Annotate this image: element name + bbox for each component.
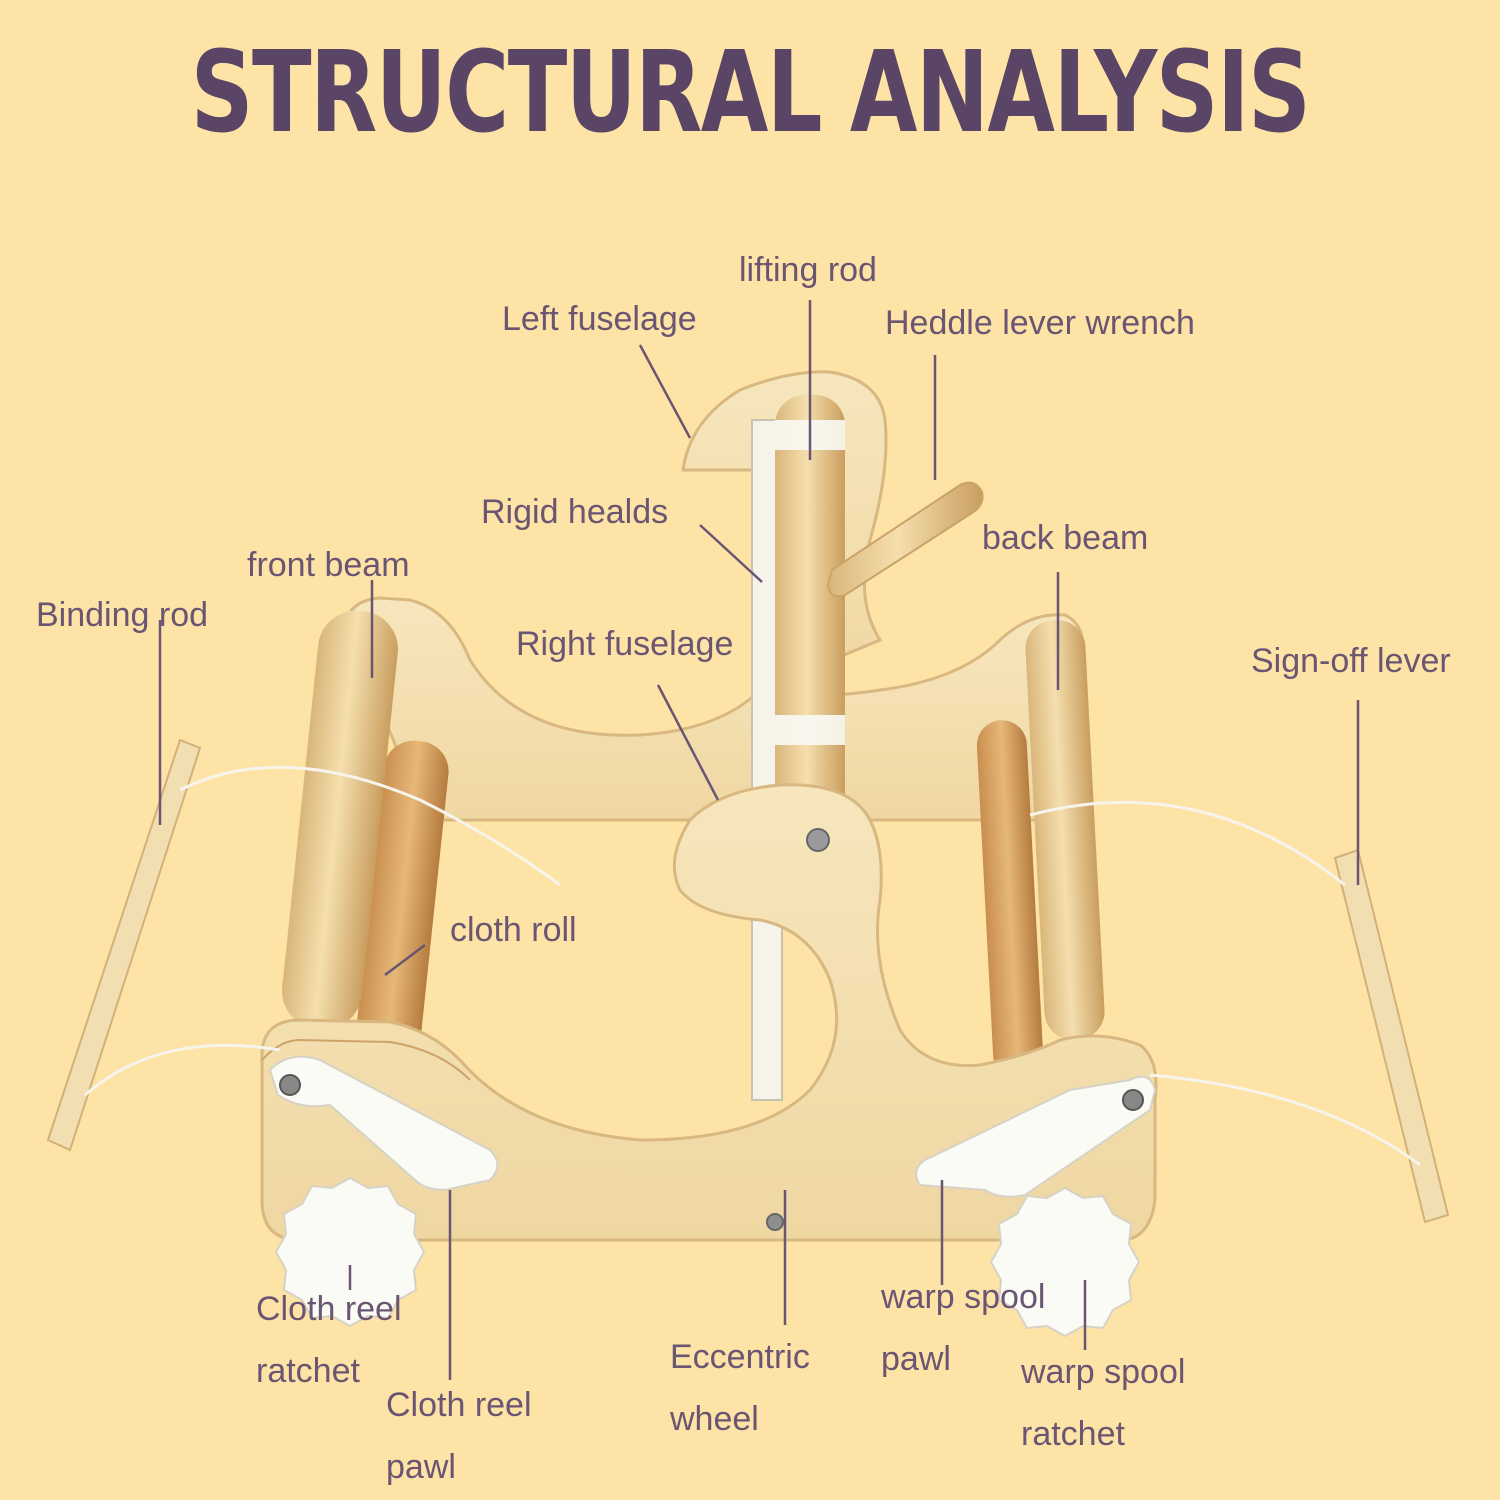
label-left-fuselage: Left fuselage bbox=[502, 300, 697, 338]
back-beam-shape bbox=[1025, 620, 1105, 1040]
lifting-rod-band-mid bbox=[775, 715, 845, 745]
cloth-roll-shape bbox=[352, 740, 449, 1100]
label-eccentric-wheel: Eccentric wheel bbox=[670, 1326, 810, 1450]
label-cloth-reel-ratchet: Cloth reel ratchet bbox=[256, 1278, 402, 1402]
binding-rod-left bbox=[46, 738, 202, 1152]
back-side-panel bbox=[343, 596, 762, 822]
label-right-fuselage: Right fuselage bbox=[516, 625, 734, 663]
label-cloth-reel-pawl: Cloth reel pawl bbox=[386, 1374, 532, 1498]
label-cloth-reel-pawl-line1: Cloth reel bbox=[386, 1386, 532, 1424]
cloth-reel-pawl-screw bbox=[279, 1074, 301, 1096]
front-side-panel bbox=[260, 783, 1158, 1242]
label-warp-spool-pawl-line2: pawl bbox=[881, 1340, 951, 1378]
warp-spool-pawl-screw bbox=[1122, 1089, 1144, 1111]
leader-lines bbox=[158, 300, 1360, 1380]
heddle-lever-shape bbox=[826, 481, 984, 598]
label-warp-spool-ratchet: warp spool ratchet bbox=[1021, 1341, 1185, 1465]
label-eccentric-wheel-line1: Eccentric bbox=[670, 1338, 810, 1376]
label-cloth-roll: cloth roll bbox=[450, 911, 577, 949]
label-front-beam: front beam bbox=[247, 546, 410, 584]
label-warp-spool-ratchet-line2: ratchet bbox=[1021, 1415, 1125, 1453]
cord-right-bottom bbox=[1149, 1073, 1421, 1167]
binding-rod-right bbox=[1333, 848, 1450, 1224]
cord-left-top bbox=[179, 765, 561, 887]
label-cloth-reel-pawl-line2: pawl bbox=[386, 1448, 456, 1486]
cloth-reel-pawl-shape bbox=[268, 1055, 499, 1192]
lifting-rod-shape bbox=[775, 395, 845, 835]
warp-spool-pawl-shape bbox=[915, 1075, 1157, 1198]
label-eccentric-wheel-line2: wheel bbox=[670, 1400, 759, 1438]
label-sign-off-lever: Sign-off lever bbox=[1251, 642, 1451, 680]
cord-right-top bbox=[1029, 800, 1346, 887]
label-rigid-healds: Rigid healds bbox=[481, 493, 669, 531]
eccentric-screw bbox=[766, 1213, 784, 1231]
fuselage-screw bbox=[806, 828, 830, 852]
label-back-beam: back beam bbox=[982, 519, 1149, 557]
warp-roll-shape bbox=[976, 720, 1044, 1080]
label-warp-spool-pawl: warp spool pawl bbox=[881, 1266, 1045, 1390]
warp-spool-ratchet-shape bbox=[989, 1186, 1141, 1338]
label-warp-spool-pawl-line1: warp spool bbox=[881, 1278, 1046, 1316]
cloth-reel-ratchet-shape bbox=[274, 1176, 426, 1328]
label-binding-rod: Binding rod bbox=[36, 596, 209, 634]
label-cloth-reel-ratchet-line2: ratchet bbox=[256, 1352, 360, 1390]
cord-left-bottom bbox=[84, 1043, 281, 1097]
label-cloth-reel-ratchet-line1: Cloth reel bbox=[256, 1290, 402, 1328]
label-warp-spool-ratchet-line1: warp spool bbox=[1021, 1353, 1186, 1391]
label-lifting-rod: lifting rod bbox=[739, 251, 877, 289]
front-beam-shape bbox=[282, 610, 398, 1030]
label-heddle-lever-wrench: Heddle lever wrench bbox=[885, 304, 1195, 342]
page-title: STRUCTURAL ANALYSIS bbox=[190, 28, 1311, 158]
